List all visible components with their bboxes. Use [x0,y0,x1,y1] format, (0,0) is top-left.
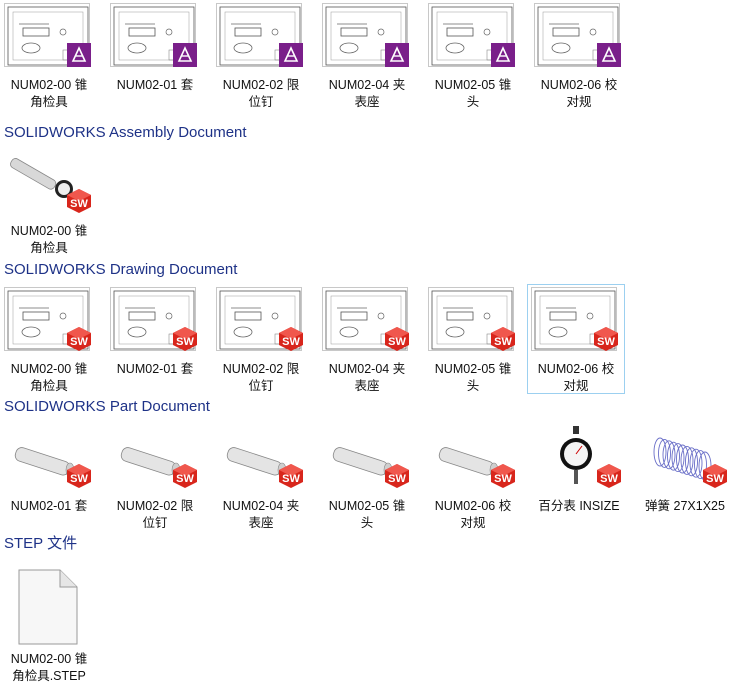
file-name: NUM02-00 锥角检具 [10,224,88,255]
group-header-step[interactable]: STEP 文件 [4,535,78,552]
file-name: NUM02-02 限位钉 [222,362,300,393]
file-name: NUM02-01 套 [10,499,88,513]
solidworks-icon: SW [385,327,409,351]
file-name: 弹簧 27X1X25 [645,499,725,513]
svg-text:SW: SW [282,336,300,348]
file-tile-edrw-0[interactable]: NUM02-00 锥角检具 [0,0,98,110]
file-name: NUM02-04 夹表座 [328,78,406,109]
solidworks-icon: SW [173,327,197,351]
group-header-drawing[interactable]: SOLIDWORKS Drawing Document [4,261,238,278]
edrawings-icon [491,43,515,67]
svg-text:SW: SW [388,473,406,485]
file-tile-drw-2[interactable]: SW NUM02-02 限位钉 [212,284,310,394]
file-tile-asm-0[interactable]: SW NUM02-00 锥角检具 [0,146,98,256]
file-name: NUM02-01 套 [116,78,194,92]
file-tile-edrw-5[interactable]: NUM02-06 校对规 [530,0,628,110]
file-name: NUM02-05 锥头 [328,499,406,530]
dial-indicator-thumbnail [534,424,620,488]
file-tile-edrw-4[interactable]: NUM02-05 锥头 [424,0,522,110]
file-tile-prt-4[interactable]: SW NUM02-06 校对规 [424,421,522,531]
file-name: 百分表 INSIZE [538,499,620,513]
solidworks-icon: SW [491,327,515,351]
file-name: NUM02-06 校对规 [434,499,512,530]
solidworks-icon: SW [491,464,515,488]
svg-text:SW: SW [282,473,300,485]
edrawings-icon [279,43,303,67]
svg-text:SW: SW [706,473,724,485]
solidworks-icon: SW [67,327,91,351]
file-tile-edrw-1[interactable]: NUM02-01 套 [106,0,204,110]
svg-text:SW: SW [494,473,512,485]
file-tile-step-0[interactable]: NUM02-00 锥角检具.STEP [0,566,98,686]
file-tile-prt-3[interactable]: SW NUM02-05 锥头 [318,421,416,531]
file-tile-drw-3[interactable]: SW NUM02-04 夹表座 [318,284,416,394]
file-name: NUM02-01 套 [116,362,194,376]
file-name: NUM02-02 限位钉 [222,78,300,109]
file-name: NUM02-04 夹表座 [222,499,300,530]
file-name: NUM02-02 限位钉 [116,499,194,530]
svg-text:SW: SW [600,473,618,485]
file-tile-drw-0[interactable]: SW NUM02-00 锥角检具 [0,284,98,394]
file-tile-drw-1[interactable]: SW NUM02-01 套 [106,284,204,394]
edrawings-icon [597,43,621,67]
svg-text:SW: SW [176,473,194,485]
solidworks-icon: SW [67,464,91,488]
drawing-row: SW NUM02-00 锥角检具 SW NUM02-01 套 SW NUM02-02 … [0,284,752,404]
solidworks-icon: SW [594,327,618,351]
edrawings-row: NUM02-00 锥角检具 NUM02-01 套 NUM02-02 限位钉 NU… [0,0,752,120]
solidworks-icon: SW [279,464,303,488]
file-tile-drw-5[interactable]: SW NUM02-06 校对规 [527,284,625,394]
solidworks-icon: SW [279,327,303,351]
file-tile-prt-6[interactable]: SW 弹簧 27X1X25 [636,421,734,531]
svg-text:SW: SW [176,336,194,348]
assembly-row: SW NUM02-00 锥角检具 [0,146,752,266]
edrawings-icon [173,43,197,67]
file-name: NUM02-06 校对规 [540,78,618,109]
file-name: NUM02-05 锥头 [434,78,512,109]
generic-file-icon [18,569,78,645]
group-header-assembly[interactable]: SOLIDWORKS Assembly Document [4,124,247,141]
drawing-thumbnail [110,3,196,67]
file-tile-prt-5[interactable]: SW 百分表 INSIZE [530,421,628,531]
file-tile-edrw-2[interactable]: NUM02-02 限位钉 [212,0,310,110]
solidworks-icon: SW [173,464,197,488]
svg-text:SW: SW [70,198,88,210]
solidworks-icon: SW [597,464,621,488]
svg-text:SW: SW [70,473,88,485]
solidworks-icon: SW [385,464,409,488]
file-name: NUM02-04 夹表座 [328,362,406,393]
assembly-thumbnail [4,149,90,213]
file-name: NUM02-06 校对规 [537,362,615,393]
drawing-thumbnail [4,3,90,67]
part-row: SW NUM02-01 套 SW NUM02-02 限位钉 SW NUM02-04 夹… [0,421,752,541]
svg-text:SW: SW [597,336,615,348]
step-row: NUM02-00 锥角检具.STEP [0,566,752,686]
edrawings-icon [67,43,91,67]
solidworks-icon: SW [67,189,91,213]
file-name: NUM02-00 锥角检具 [10,78,88,109]
svg-text:SW: SW [494,336,512,348]
file-name: NUM02-00 锥角检具 [10,362,88,393]
svg-text:SW: SW [70,336,88,348]
edrawings-icon [385,43,409,67]
svg-text:SW: SW [388,336,406,348]
file-tile-prt-0[interactable]: SW NUM02-01 套 [0,421,98,531]
file-tile-edrw-3[interactable]: NUM02-04 夹表座 [318,0,416,110]
file-name: NUM02-00 锥角检具.STEP [10,652,88,683]
file-name: NUM02-05 锥头 [434,362,512,393]
file-tile-prt-2[interactable]: SW NUM02-04 夹表座 [212,421,310,531]
file-tile-prt-1[interactable]: SW NUM02-02 限位钉 [106,421,204,531]
file-tile-drw-4[interactable]: SW NUM02-05 锥头 [424,284,522,394]
group-header-part[interactable]: SOLIDWORKS Part Document [4,398,210,415]
solidworks-icon: SW [703,464,727,488]
